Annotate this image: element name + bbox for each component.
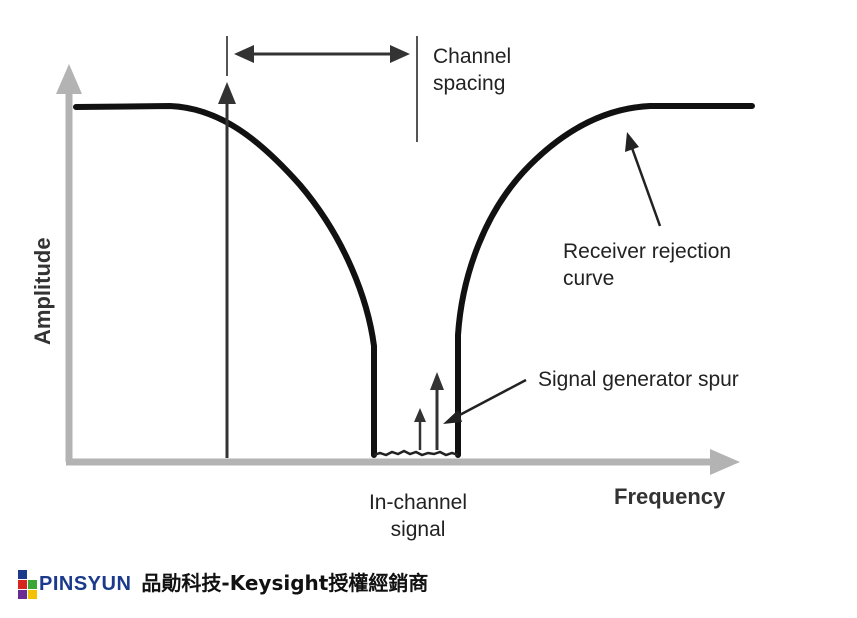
axes [56, 64, 740, 475]
adjacent-carrier-arrow [218, 82, 236, 458]
channel-spacing-label-line1: Channel [433, 45, 512, 68]
in-channel-signal-label-line2: signal [390, 518, 446, 541]
receiver-rejection-label-line1: Receiver rejection [563, 240, 732, 263]
x-axis-label: Frequency [614, 484, 726, 509]
in-channel-signal-label-line1: In-channel [368, 491, 468, 514]
y-axis-label: Amplitude [30, 237, 55, 345]
x-axis-arrowhead [710, 449, 740, 475]
receiver-rejection-label-line2: curve [563, 267, 615, 290]
y-axis-arrowhead [56, 64, 82, 94]
footer-branding: PINSYUN 品勛科技-Keysight授權經銷商 [18, 566, 428, 600]
logo-wordmark: PINSYUN [39, 573, 132, 595]
in-channel-signal-label: In-channel signal [360, 489, 476, 543]
receiver-rejection-label: Receiver rejection curve [563, 238, 731, 292]
channel-spacing-label-line2: spacing [433, 72, 506, 95]
spur-pointer [443, 378, 527, 424]
in-channel-noise-floor [373, 449, 459, 457]
signal-generator-spur-label: Signal generator spur [538, 368, 739, 391]
pinsyun-logo: PINSYUN [18, 568, 132, 599]
spur-arrows [414, 372, 444, 450]
logo-mark-icon [18, 570, 38, 599]
channel-spacing-label: Channel spacing [433, 43, 511, 97]
receiver-rejection-curve [73, 103, 755, 458]
footer-caption: 品勛科技-Keysight授權經銷商 [141, 571, 429, 595]
channel-spacing-indicator [226, 36, 418, 142]
rejection-curve-pointer [625, 132, 662, 227]
